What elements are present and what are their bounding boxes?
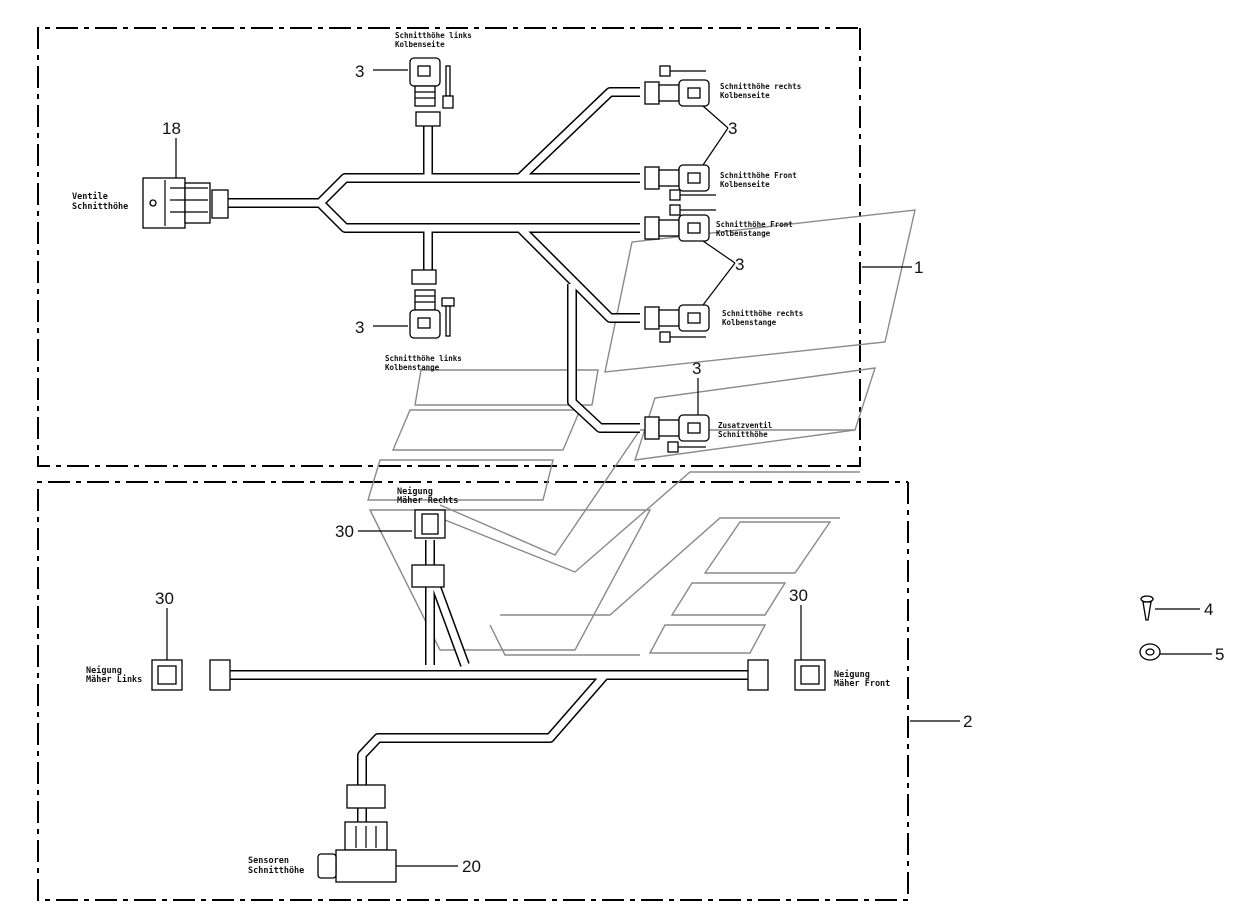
label-front-kolbenstange-line2: Kolbenstange [716,229,771,238]
label-neigung-rechts-line2: Mäher Rechts [397,496,458,506]
connector-links-kolbenseite[interactable] [409,57,454,127]
ghost-outline [367,209,916,656]
label-front-kolbenstange-line1: Schnitthöhe Front [716,220,793,229]
callout-18: 18 [162,119,181,138]
label-zusatzventil-line2: Schnitthöhe [718,430,768,439]
part-5[interactable] [1139,643,1161,661]
callout-30-neigung-links: 30 [155,589,174,608]
label-neigung-front-line2: Mäher Front [834,679,890,689]
callout-30-neigung-front: 30 [789,586,808,605]
label-neigung-rechts-line1: Neigung [397,486,433,497]
label-rechts-kolbenstange-line2: Kolbenstange [722,318,777,327]
part-4[interactable] [1140,595,1154,621]
connector-neigung-front[interactable] [747,659,826,691]
connector-neigung-links[interactable] [151,659,231,691]
label-rechts-kolbenseite-line2: Kolbenseite [720,91,770,100]
label-front-kolbenseite-line1: Schnitthöhe Front [720,171,797,180]
label-ventile-line1: Ventile [72,191,108,202]
callout-3-front-rechts-kolbenstange: 3 [735,255,744,274]
callout-20: 20 [462,857,481,876]
harness-2-wires [230,540,750,822]
label-sensoren-line2: Schnitthöhe [248,865,304,876]
label-zusatzventil-line1: Zusatzventil [718,421,772,430]
label-links-kolbenstange-line2: Kolbenstange [385,363,440,372]
connector-front-kolbenseite[interactable] [644,164,716,201]
connector-zusatzventil[interactable] [644,414,710,453]
label-rechts-kolbenstange-line1: Schnitthöhe rechts [722,309,803,318]
callout-30-neigung-rechts: 30 [335,522,354,541]
assembly-frame-1 [37,27,861,467]
harness-1-wires [228,87,640,433]
callout-3-rechts-front-kolbenseite: 3 [728,119,737,138]
label-links-kolbenseite-line1: Schnitthöhe links [395,31,472,40]
label-neigung-links-line1: Neigung [86,665,122,676]
connector-rechts-kolbenstange[interactable] [644,304,710,343]
label-neigung-front-line1: Neigung [834,669,870,680]
connector-18[interactable] [142,177,229,229]
connector-20[interactable] [317,784,397,883]
label-links-kolbenstange-line1: Schnitthöhe links [385,354,462,363]
callout-5: 5 [1215,645,1224,664]
callout-2: 2 [963,712,972,731]
connector-front-kolbenstange[interactable] [644,204,716,242]
connector-links-kolbenstange[interactable] [409,269,455,339]
assembly-frame-2 [37,481,909,901]
connector-neigung-rechts[interactable] [411,509,446,588]
callout-3-zusatzventil: 3 [692,359,701,378]
label-front-kolbenseite-line2: Kolbenseite [720,180,770,189]
label-sensoren-line1: Sensoren [248,856,289,866]
connector-rechts-kolbenseite[interactable] [644,65,710,107]
callout-1: 1 [914,258,923,277]
callout-3-links-kolbenstange: 3 [355,318,364,337]
label-neigung-links-line2: Mäher Links [86,674,142,685]
label-links-kolbenseite-line2: Kolbenseite [395,40,445,49]
callout-4: 4 [1204,600,1213,619]
leader-lines [166,69,1212,867]
label-rechts-kolbenseite-line1: Schnitthöhe rechts [720,82,801,91]
callout-3-links-kolbenseite: 3 [355,62,364,81]
label-ventile-line2: Schnitthöhe [72,201,128,212]
